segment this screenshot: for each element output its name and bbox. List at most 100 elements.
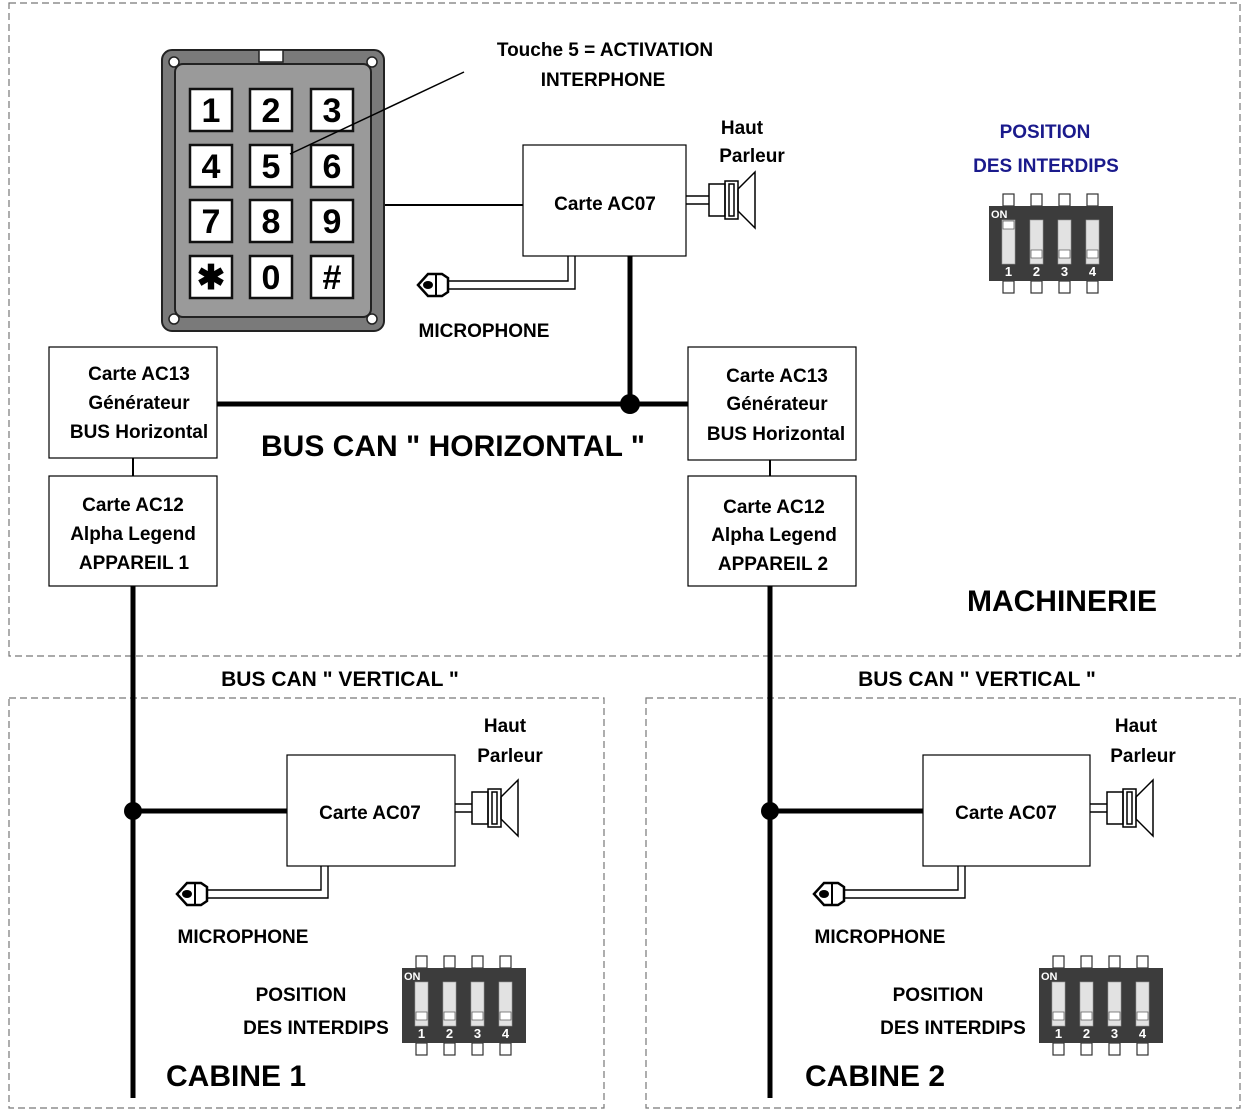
device-1-line-2: Alpha Legend xyxy=(70,524,196,545)
cab1-dip-title-2: DES INTERDIPS xyxy=(243,1018,389,1039)
keypad-key-face xyxy=(188,254,234,300)
dip-pin xyxy=(471,955,484,969)
cab1-microphone-label: MICROPHONE xyxy=(178,927,309,948)
dip-switch-knob xyxy=(1080,1011,1093,1021)
dip-switch-track xyxy=(1001,219,1016,265)
cab1-dip-title-1: POSITION xyxy=(256,985,347,1006)
dip-switch-number: 1 xyxy=(418,1026,425,1041)
dip-switch-3: 3 xyxy=(1057,219,1072,279)
device-2-line-2: Alpha Legend xyxy=(711,525,837,546)
dip-switch-number: 2 xyxy=(446,1026,453,1041)
keypad-key: 9 xyxy=(309,198,355,244)
keypad-key-face xyxy=(248,198,294,244)
dip-switch-number: 4 xyxy=(1089,264,1097,279)
cab2-speaker-label-1: Haut xyxy=(1115,716,1158,737)
dip-switch-number: 1 xyxy=(1055,1026,1062,1041)
microphone-cable xyxy=(207,866,322,891)
keypad-screw-icon xyxy=(366,313,378,325)
cab2-speaker-label-2: Parleur xyxy=(1110,746,1176,767)
bus-wires xyxy=(130,204,923,1098)
cab1-junction-node xyxy=(124,802,142,820)
machinerie-microphone-label: MICROPHONE xyxy=(419,321,550,342)
dip-on-label: ON xyxy=(991,209,1008,221)
machinerie-speaker-label-1: Haut xyxy=(721,118,764,139)
keypad-key-face xyxy=(248,143,294,189)
microphone-cable xyxy=(844,866,959,891)
keypad-key-label: 8 xyxy=(262,203,281,241)
dip-switch-knob xyxy=(443,1011,456,1021)
machinerie-dip-switch: ON1 2 3 4 xyxy=(989,193,1113,294)
keypad-key-face xyxy=(188,198,234,244)
keypad-annotation-line-2: INTERPHONE xyxy=(541,70,666,91)
device-2-card xyxy=(687,475,857,587)
dip-pin xyxy=(443,1042,456,1056)
keypad-key-face xyxy=(248,254,294,300)
keypad-screw-icon xyxy=(168,56,180,68)
keypad-notch xyxy=(258,49,284,63)
dip-pin xyxy=(1136,955,1149,969)
speakers xyxy=(455,170,1154,838)
dip-switch-knob xyxy=(1136,1011,1149,1021)
dip-pin xyxy=(1030,193,1043,207)
keypad-key-label: 2 xyxy=(262,92,281,130)
keypad-key: # xyxy=(309,254,355,300)
device-1-line-1: Carte AC12 xyxy=(82,495,184,516)
speaker-cone-icon xyxy=(500,778,519,838)
dip-switch-number: 4 xyxy=(1139,1026,1147,1041)
keypad-key: 3 xyxy=(309,87,355,133)
dip-pin xyxy=(443,955,456,969)
cab1-ac07-card xyxy=(286,754,456,867)
dip-switch-1: 1 xyxy=(1051,981,1066,1041)
keypad-key-label: 4 xyxy=(202,148,221,186)
speaker-magnet xyxy=(724,180,739,220)
dip-switch-2: 2 xyxy=(1079,981,1094,1041)
dip-switch-3: 3 xyxy=(470,981,485,1041)
speaker-magnet xyxy=(1122,788,1137,828)
machinerie-zone xyxy=(8,2,1241,657)
dip-switch-number: 2 xyxy=(1083,1026,1090,1041)
device-1-line-3: APPAREIL 1 xyxy=(79,553,190,574)
dip-on-label: ON xyxy=(404,971,421,983)
dip-pin xyxy=(471,1042,484,1056)
dip-switch-number: 3 xyxy=(474,1026,481,1041)
device-1-card xyxy=(48,475,218,587)
cab2-ac07-label: Carte AC07 xyxy=(955,803,1057,824)
dip-switch-number: 2 xyxy=(1033,264,1040,279)
machinerie-speaker-label-2: Parleur xyxy=(719,146,785,167)
keypad-key: 2 xyxy=(248,87,294,133)
cab1-zone-label: CABINE 1 xyxy=(166,1060,306,1093)
generator-2-line-3: BUS Horizontal xyxy=(707,424,845,445)
dip-pin xyxy=(1002,193,1015,207)
dip-switch-1: 1 xyxy=(1001,219,1016,279)
keypad-key-label: ✱ xyxy=(197,259,226,297)
machinerie-ac07-label: Carte AC07 xyxy=(554,194,656,215)
keypad-key-face xyxy=(188,143,234,189)
dip-switch-knob xyxy=(471,1011,484,1021)
keypad-key: 0 xyxy=(248,254,294,300)
keypad-key: 8 xyxy=(248,198,294,244)
machinerie-dip-title-2: DES INTERDIPS xyxy=(973,156,1119,177)
microphones xyxy=(175,256,966,907)
dip-switch-knob xyxy=(415,1011,428,1021)
dip-pin xyxy=(1002,280,1015,294)
cab2-ac07-card xyxy=(922,754,1091,867)
cab2-dip-title-2: DES INTERDIPS xyxy=(880,1018,1026,1039)
machinerie-dip-title-1: POSITION xyxy=(1000,122,1091,143)
keypad-key-label: 9 xyxy=(323,203,342,241)
dip-pin xyxy=(1080,1042,1093,1056)
keypad-annotation-line-1: Touche 5 = ACTIVATION xyxy=(497,40,713,61)
dip-switch-4: 4 xyxy=(1135,981,1150,1041)
generator-2-line-1: Carte AC13 xyxy=(726,366,828,387)
keypad-key-face xyxy=(309,87,355,133)
dip-switch-4: 4 xyxy=(1085,219,1100,279)
keypad-key-label: 7 xyxy=(202,203,221,241)
keypad-key-face xyxy=(309,143,355,189)
keypad-key: 4 xyxy=(188,143,234,189)
generator-1-line-2: Générateur xyxy=(88,393,190,414)
machinerie-ac07-card xyxy=(522,144,687,257)
cab2-microphone-icon xyxy=(812,866,966,907)
